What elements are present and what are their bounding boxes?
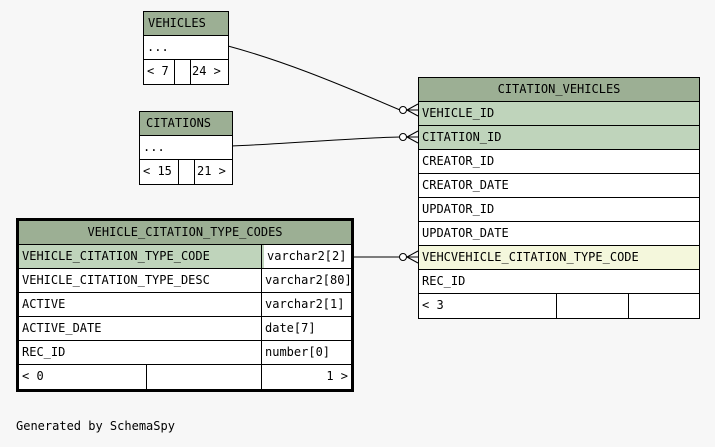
column-vehcvehicle-citation-type-code[interactable]: VEHCVEHICLE_CITATION_TYPE_CODE bbox=[419, 246, 699, 270]
column-name: VEHICLE_CITATION_TYPE_DESC bbox=[22, 273, 210, 287]
nav-left-count[interactable]: < 3 bbox=[422, 298, 444, 312]
divider bbox=[261, 245, 262, 268]
crowfoot-3 bbox=[406, 250, 419, 264]
column-name: ACTIVE_DATE bbox=[22, 321, 102, 335]
nav-right-count[interactable]: 1 > bbox=[326, 369, 348, 383]
column-type: number[0] bbox=[265, 345, 331, 359]
column-vehicle-citation-type-code[interactable]: VEHICLE_CITATION_TYPE_CODE varchar2[2] bbox=[19, 245, 351, 269]
column-updator-id[interactable]: UPDATOR_ID bbox=[419, 198, 699, 222]
table-type-codes-nav-row: < 0 1 > bbox=[19, 365, 351, 389]
table-citations-nav-row: < 15 21 > bbox=[140, 160, 232, 184]
divider bbox=[261, 293, 262, 316]
column-vehicle-citation-type-desc[interactable]: VEHICLE_CITATION_TYPE_DESC varchar2[80] bbox=[19, 269, 351, 293]
divider bbox=[261, 341, 262, 364]
table-vehicles-nav-row: < 7 24 > bbox=[144, 60, 228, 84]
crowfoot-1 bbox=[406, 103, 419, 117]
relation-vehicles-to-citation-vehicles bbox=[227, 45, 410, 111]
column-name: ACTIVE bbox=[22, 297, 66, 311]
table-citation-vehicles-nav-row: < 3 bbox=[419, 294, 699, 318]
divider bbox=[261, 365, 262, 389]
table-citations-header[interactable]: CITATIONS bbox=[140, 112, 232, 136]
table-vehicles[interactable]: VEHICLES ... < 7 24 > bbox=[143, 11, 229, 85]
column-type: varchar2[2] bbox=[264, 245, 351, 268]
table-type-codes-header[interactable]: VEHICLE_CITATION_TYPE_CODES bbox=[19, 221, 351, 245]
nav-left-count[interactable]: < 7 bbox=[147, 64, 169, 78]
nav-left-count[interactable]: < 0 bbox=[22, 369, 44, 383]
column-name: VEHICLE_CITATION_TYPE_CODE bbox=[22, 249, 210, 263]
column-type: date[7] bbox=[265, 321, 316, 335]
column-creator-id[interactable]: CREATOR_ID bbox=[419, 150, 699, 174]
table-citations[interactable]: CITATIONS ... < 15 21 > bbox=[139, 111, 233, 185]
divider bbox=[556, 294, 557, 318]
divider bbox=[146, 365, 147, 389]
divider bbox=[190, 60, 191, 84]
nav-left-count[interactable]: < 15 bbox=[143, 164, 172, 178]
column-active[interactable]: ACTIVE varchar2[1] bbox=[19, 293, 351, 317]
nav-right-count[interactable]: 24 > bbox=[192, 64, 221, 78]
table-vehicles-ellipsis: ... bbox=[144, 36, 228, 60]
divider bbox=[261, 269, 262, 292]
column-name: REC_ID bbox=[22, 345, 66, 359]
column-citation-id[interactable]: CITATION_ID bbox=[419, 126, 699, 150]
column-updator-date[interactable]: UPDATOR_DATE bbox=[419, 222, 699, 246]
column-type: varchar2[1] bbox=[265, 297, 345, 311]
nav-right-count[interactable]: 21 > bbox=[197, 164, 226, 178]
generated-by-footer: Generated by SchemaSpy bbox=[16, 419, 175, 433]
table-citation-vehicles-header[interactable]: CITATION_VEHICLES bbox=[419, 78, 699, 102]
column-vehicle-id[interactable]: VEHICLE_ID bbox=[419, 102, 699, 126]
table-citations-ellipsis: ... bbox=[140, 136, 232, 160]
table-vehicles-header[interactable]: VEHICLES bbox=[144, 12, 228, 36]
column-rec-id[interactable]: REC_ID number[0] bbox=[19, 341, 351, 365]
crowfoot-circle-2 bbox=[399, 133, 407, 141]
divider bbox=[174, 60, 175, 84]
crowfoot-circle-1 bbox=[399, 106, 407, 114]
divider bbox=[628, 294, 629, 318]
column-rec-id[interactable]: REC_ID bbox=[419, 270, 699, 294]
column-type: varchar2[80] bbox=[265, 273, 351, 287]
crowfoot-2 bbox=[406, 130, 419, 144]
table-vehicle-citation-type-codes[interactable]: VEHICLE_CITATION_TYPE_CODES VEHICLE_CITA… bbox=[16, 218, 354, 392]
divider bbox=[261, 317, 262, 340]
crowfoot-circle-3 bbox=[399, 253, 407, 261]
column-active-date[interactable]: ACTIVE_DATE date[7] bbox=[19, 317, 351, 341]
relation-citations-to-citation-vehicles bbox=[230, 136, 410, 147]
divider bbox=[194, 160, 195, 184]
divider bbox=[178, 160, 179, 184]
column-creator-date[interactable]: CREATOR_DATE bbox=[419, 174, 699, 198]
table-citation-vehicles[interactable]: CITATION_VEHICLES VEHICLE_ID CITATION_ID… bbox=[418, 77, 700, 319]
